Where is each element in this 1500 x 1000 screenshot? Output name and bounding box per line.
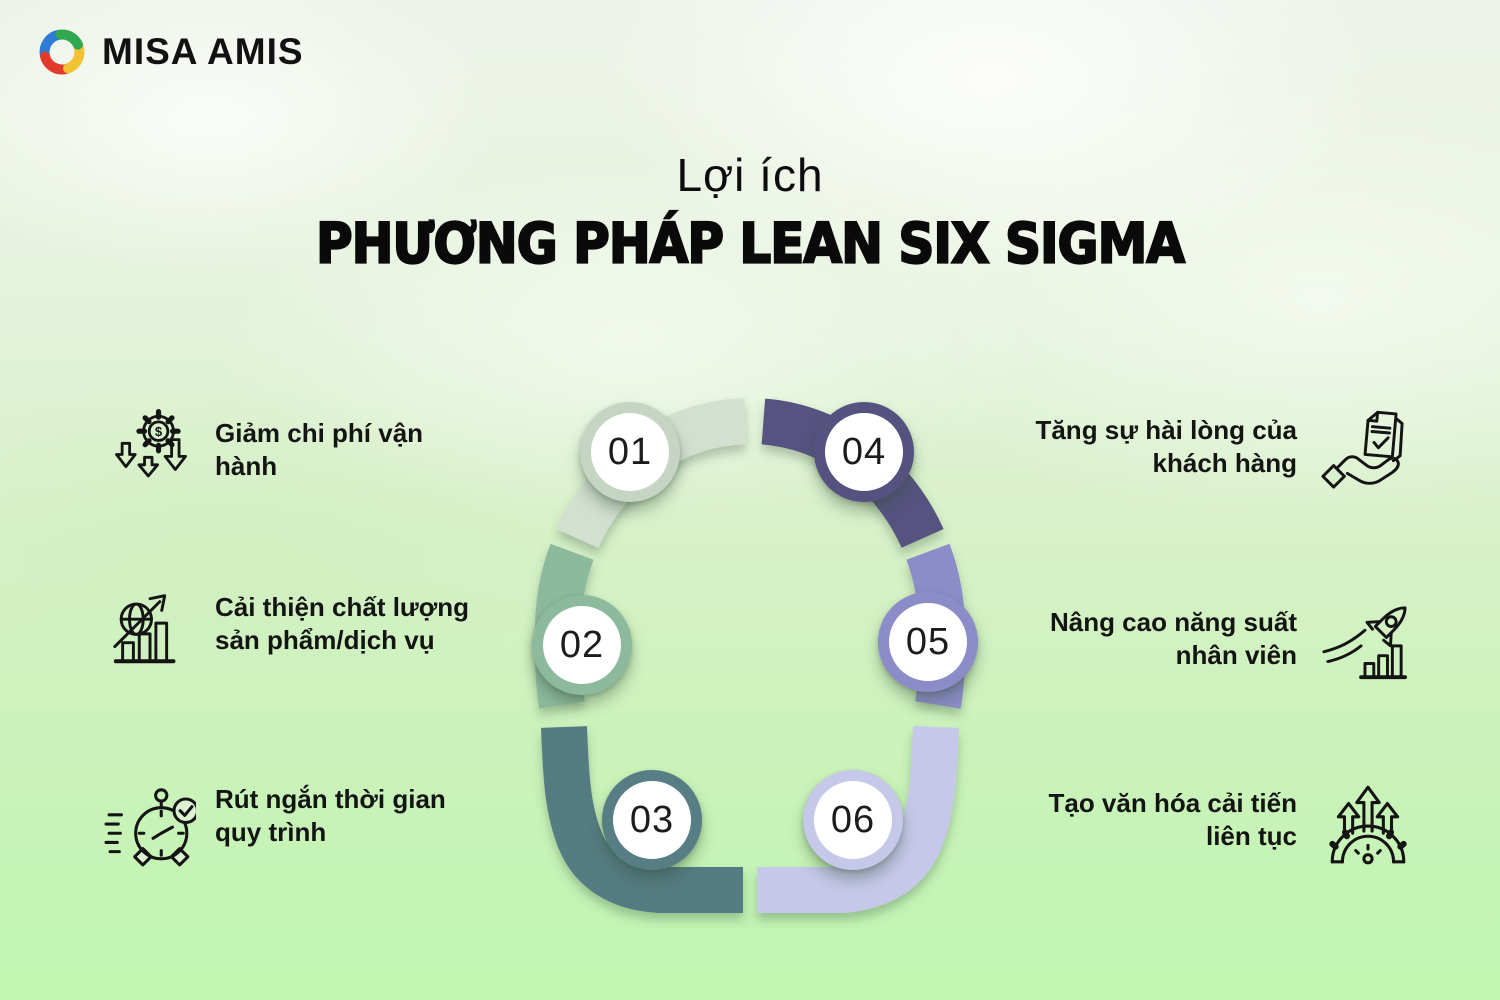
lean-six-sigma-ring: 01 02 03 04 05 06 — [500, 380, 1000, 940]
cost-reduction-icon: $ — [110, 406, 194, 490]
benefit-label-06: Tạo văn hóa cải tiến liên tục — [1048, 788, 1297, 852]
ring-node-01: 01 — [580, 402, 680, 502]
ring-node-05: 05 — [878, 592, 978, 692]
ring-segment-06 — [757, 726, 959, 913]
ring-node-02: 02 — [532, 595, 632, 695]
benefit-label-02: Cải thiện chất lượng sản phẩm/dịch vụ — [215, 592, 469, 656]
node-number: 03 — [629, 798, 675, 841]
benefit-label-03: Rút ngắn thời gian quy trình — [215, 784, 446, 848]
node-number: 06 — [830, 798, 876, 841]
benefit-label-05: Nâng cao năng suất nhân viên — [1049, 607, 1297, 671]
process-time-icon — [104, 776, 196, 868]
brand-name: MISA AMIS — [102, 31, 304, 72]
node-number: 05 — [905, 620, 951, 663]
node-number: 04 — [841, 430, 887, 473]
svg-text:$: $ — [155, 424, 163, 439]
continuous-improvement-icon — [1322, 778, 1414, 870]
node-number: 01 — [607, 430, 653, 473]
employee-productivity-icon — [1320, 597, 1408, 685]
ring-node-06: 06 — [803, 770, 903, 870]
ring-node-03: 03 — [602, 770, 702, 870]
page-title: PHƯƠNG PHÁP LEAN SIX SIGMA — [315, 211, 1186, 277]
benefit-label-01: Giảm chi phí vận hành — [215, 418, 424, 482]
product-quality-icon — [107, 584, 195, 672]
misa-swirl-icon — [39, 29, 85, 75]
node-number: 02 — [559, 623, 605, 666]
ring-segment-03 — [541, 726, 743, 913]
customer-satisfaction-icon — [1318, 403, 1406, 491]
ring-node-04: 04 — [814, 402, 914, 502]
brand-logo: MISA AMIS — [36, 26, 304, 78]
benefit-label-04: Tăng sự hài lòng của khách hàng — [1035, 415, 1297, 479]
page-pretitle: Lợi ích — [676, 149, 824, 201]
